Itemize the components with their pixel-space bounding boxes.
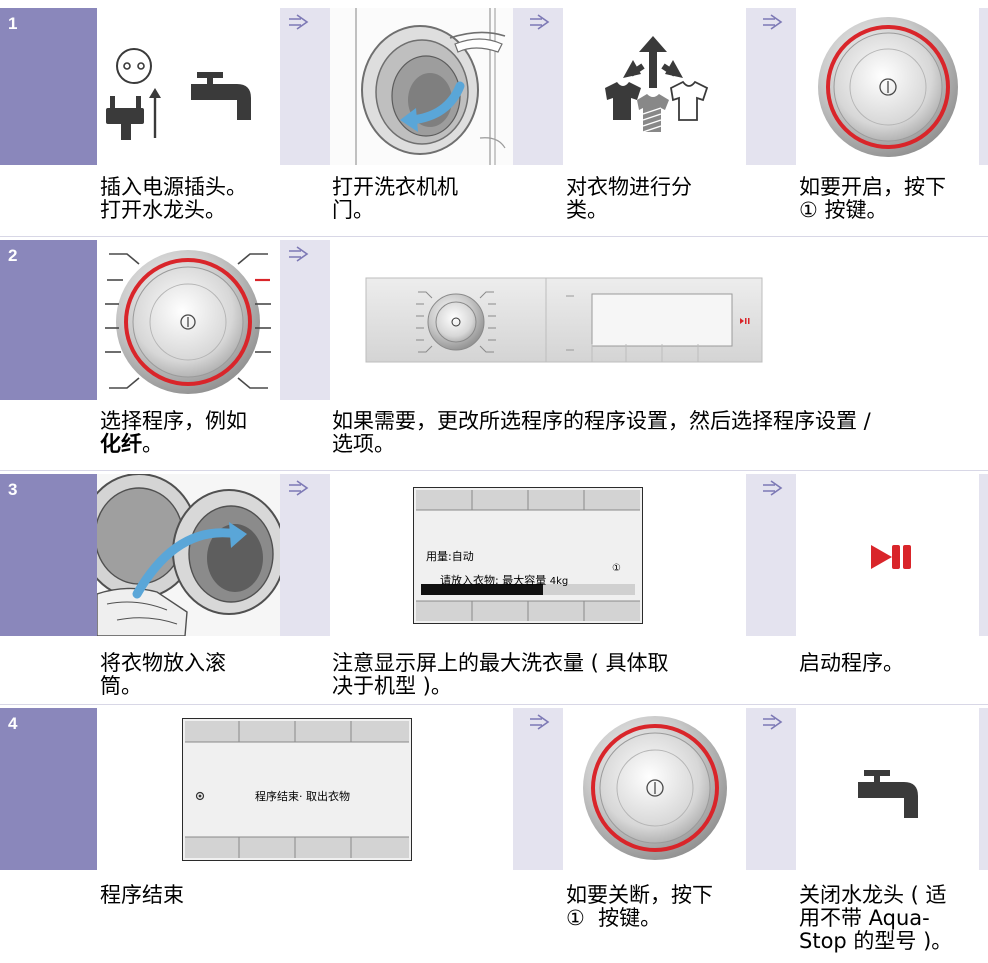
panel-load-drum <box>97 474 280 636</box>
caption-power-off: 如要关断，按下 ① 按键。 <box>566 883 713 930</box>
caption-start-program: 启动程序。 <box>799 651 904 675</box>
arrow-icon <box>530 714 550 730</box>
panel-start-program <box>796 474 979 636</box>
step-number-1: 1 <box>8 14 18 33</box>
power-plug-icon <box>106 48 161 140</box>
panel-sort-clothes <box>563 8 746 165</box>
program-dial-icon <box>105 250 271 394</box>
water-tap-closed-icon <box>858 770 918 818</box>
panel-control-panel <box>330 240 988 400</box>
step-number-block-2: 2 <box>0 240 97 400</box>
step-number-4: 4 <box>8 714 18 733</box>
sort-clothes-icon <box>605 36 709 133</box>
display-capacity-line: 请放入衣物: 最大容量 4kg <box>426 563 568 600</box>
step-number-2: 2 <box>8 246 18 265</box>
progress-bar-fill <box>421 584 543 595</box>
door-open-icon <box>330 8 513 165</box>
panel-display-load: 用量:自动 请放入衣物: 最大容量 4kg ① <box>330 474 746 636</box>
caption-power-on: 如要开启，按下 ① 按键。 <box>799 175 946 222</box>
arrow-icon <box>289 246 309 262</box>
row-divider <box>0 236 988 237</box>
row-divider <box>0 704 988 705</box>
lcd-display-icon <box>413 487 643 624</box>
step-number-3: 3 <box>8 480 18 499</box>
caption-plug-tap: 插入电源插头。 打开水龙头。 <box>100 175 247 222</box>
water-tap-icon <box>191 72 251 120</box>
display-capacity-value: 4kg <box>549 576 569 587</box>
control-panel-icon <box>365 277 763 363</box>
arrow-icon <box>530 14 550 30</box>
caption-max-load: 注意显示屏上的最大洗衣量 ( 具体取 决于机型 )。 <box>332 651 669 698</box>
panel-power-off <box>563 708 746 870</box>
arrow-icon <box>763 14 783 30</box>
start-pause-icon <box>871 545 911 569</box>
display-end-message: 程序结束· 取出衣物 <box>255 790 350 803</box>
caption-change-settings: 如果需要，更改所选程序的程序设置，然后选择程序设置 / 选项。 <box>332 409 871 456</box>
power-knob-icon <box>818 17 958 157</box>
panel-power-knob <box>796 8 979 165</box>
load-drum-icon <box>97 474 280 636</box>
lcd-display-icon <box>182 718 412 861</box>
panel-program-dial <box>97 240 280 400</box>
caption-select-program-end: 。 <box>142 432 163 456</box>
caption-select-program-text: 选择程序，例如 <box>100 409 247 433</box>
caption-open-door: 打开洗衣机机 门。 <box>332 175 458 222</box>
caption-load-drum: 将衣物放入滚 筒。 <box>100 651 226 698</box>
arrow-icon <box>763 714 783 730</box>
step-number-block-1: 1 <box>0 8 97 165</box>
caption-close-tap: 关闭水龙头 ( 适 用不带 Aqua- Stop 的型号 )。 <box>799 883 953 953</box>
caption-sort-clothes: 对衣物进行分 类。 <box>566 175 692 222</box>
caption-program-name: 化纤 <box>100 432 142 456</box>
arrow-icon <box>289 480 309 496</box>
arrow-icon <box>289 14 309 30</box>
arrow-icon <box>763 480 783 496</box>
panel-plug-tap <box>97 8 280 165</box>
caption-program-end: 程序结束 <box>100 883 184 907</box>
panel-program-end: 程序结束· 取出衣物 <box>97 708 513 870</box>
display-capacity-label: 请放入衣物: 最大容量 <box>440 574 550 587</box>
row-divider <box>0 470 988 471</box>
panel-open-door <box>330 8 513 165</box>
caption-select-program: 选择程序，例如 化纤。 <box>100 410 290 456</box>
display-dosing-line: 用量:自动 <box>426 550 474 563</box>
panel-close-tap <box>796 708 979 870</box>
power-knob-icon <box>583 716 727 860</box>
step-number-block-4: 4 <box>0 708 97 870</box>
step-number-block-3: 3 <box>0 474 97 636</box>
display-power-symbol: ① <box>612 563 621 574</box>
